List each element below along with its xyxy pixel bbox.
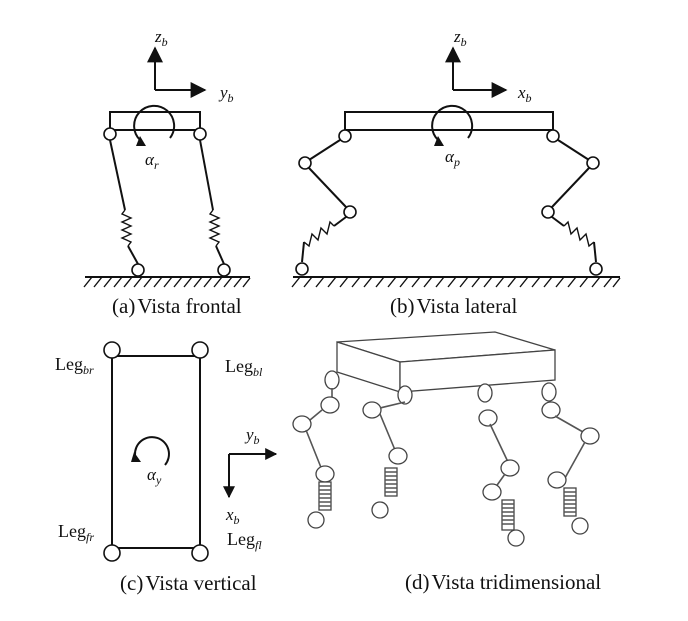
robot-leg-4	[541, 382, 600, 535]
panel-vertical-view: αy Legbr Legbl Legfr Legfl yb xb (c)Vist…	[55, 341, 278, 595]
leg-br-label: Legbr	[55, 354, 94, 377]
lateral-pitch-label: αp	[445, 147, 460, 169]
front-y-axis-label: yb	[218, 83, 234, 105]
front-axes: zb yb	[147, 27, 234, 105]
robot-leg-1	[292, 370, 340, 529]
front-roll-label: αr	[145, 150, 159, 172]
lateral-axes: zb xb	[445, 27, 532, 105]
front-roll-arrow	[133, 104, 176, 141]
robot-leg-2	[362, 385, 413, 519]
caption-vertical-view: (c)Vista vertical	[120, 571, 257, 595]
caption-front-view: (a)Vista frontal	[112, 294, 242, 318]
vertical-yaw-arrow	[133, 436, 170, 466]
caption-lateral-view: (b)Vista lateral	[390, 294, 517, 318]
lateral-body	[344, 111, 554, 131]
front-z-axis-label: zb	[154, 27, 168, 49]
robot-body-3d	[336, 331, 556, 393]
vertical-y-axis-label: yb	[244, 425, 260, 447]
lateral-pitch-arrow	[431, 104, 474, 141]
leg-fl-label: Legfl	[227, 529, 262, 552]
front-body	[109, 111, 201, 131]
lateral-x-axis-label: xb	[517, 83, 532, 105]
vertical-x-axis-label: xb	[225, 505, 240, 527]
leg-fr-label: Legfr	[58, 521, 94, 544]
leg-bl-label: Legbl	[225, 356, 263, 379]
panel-lateral-view: zb xb αp (b)Vista lateral	[291, 27, 621, 318]
caption-3d-view: (d)Vista tridimensional	[405, 570, 601, 594]
vertical-yaw-label: αy	[147, 465, 162, 487]
vertical-axes: yb xb	[223, 425, 278, 527]
panel-front-view: zb yb αr (a)Vista frontal	[83, 27, 251, 318]
robot-leg-3	[477, 383, 525, 547]
panel-3d-view: (d)Vista tridimensional	[292, 331, 601, 594]
lateral-z-axis-label: zb	[453, 27, 467, 49]
